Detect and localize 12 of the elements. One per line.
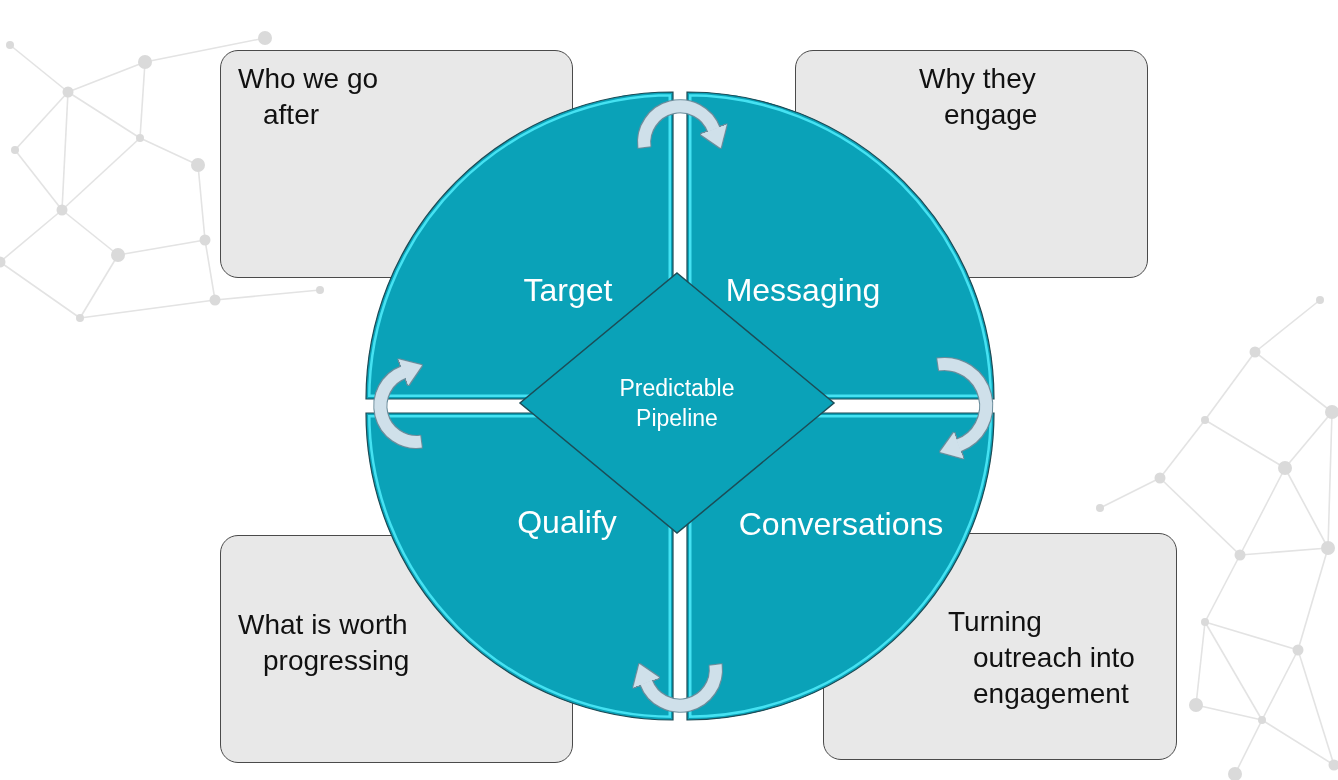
card-text: Who we go after xyxy=(238,62,380,132)
curved-arrow xyxy=(374,359,422,448)
segment-label: Conversations xyxy=(738,505,944,544)
card-text: What is worth progressing xyxy=(238,608,411,678)
curved-arrow xyxy=(638,100,727,148)
card-text: Why they engage xyxy=(919,62,1039,132)
segment-label: Target xyxy=(523,271,613,310)
center-label: Predictable Pipeline xyxy=(618,374,736,433)
segment-label: Messaging xyxy=(725,271,881,310)
curved-arrow xyxy=(633,664,722,712)
segment-label: Qualify xyxy=(517,503,617,542)
card-text: Turning outreach into engagement xyxy=(948,605,1136,711)
